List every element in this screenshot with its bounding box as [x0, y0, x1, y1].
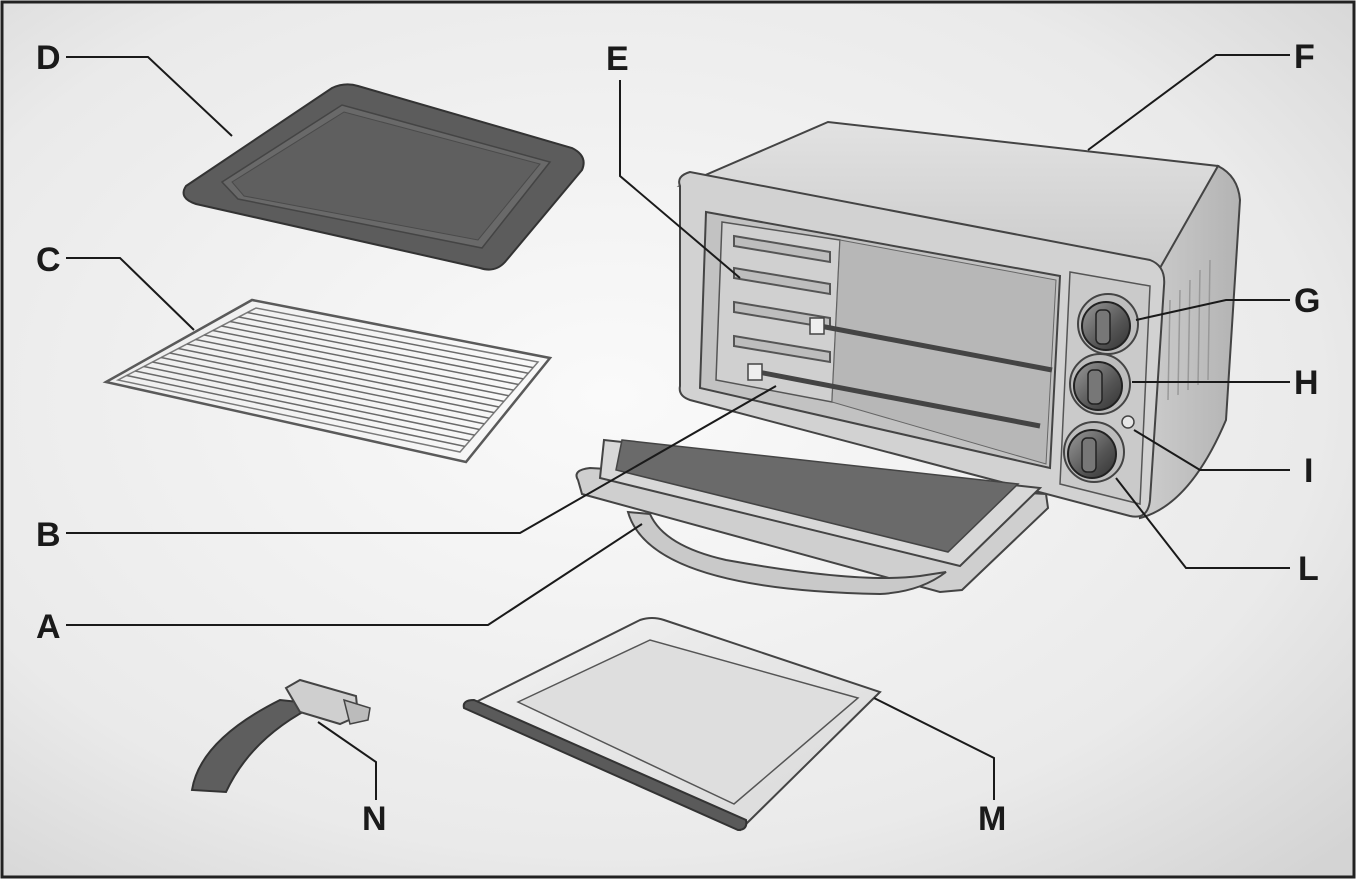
rack-bar: [135, 370, 470, 442]
callout-label-e: E: [606, 40, 629, 78]
tray-handle-tool: [190, 678, 371, 794]
callout-label-g: G: [1294, 282, 1320, 320]
rotisserie-spit: [747, 317, 1053, 429]
rack-guides: [733, 234, 831, 364]
rack-bar: [229, 320, 524, 380]
callout-label-l: L: [1298, 550, 1319, 588]
door-handle: [626, 510, 947, 596]
rack-bar: [152, 361, 480, 431]
rack-bar: [126, 374, 466, 448]
callout-label-f: F: [1294, 38, 1315, 76]
rack-bar: [178, 347, 495, 414]
rack-bar: [160, 356, 485, 425]
indicator-light: [1121, 415, 1135, 429]
callout-label-n: N: [362, 800, 387, 838]
rack-bar: [204, 334, 509, 397]
wire-rack: [102, 298, 553, 464]
rack-bar: [212, 329, 514, 391]
toaster-oven: [575, 120, 1242, 596]
callout-label-b: B: [36, 516, 61, 554]
temperature-knob: [1077, 293, 1139, 355]
timer-knob: [1063, 421, 1125, 483]
function-knob: [1069, 353, 1131, 415]
callout-label-i: I: [1304, 452, 1313, 490]
callout-label-a: A: [36, 608, 61, 646]
rack-bar: [221, 325, 519, 386]
callout-label-d: D: [36, 39, 61, 77]
callout-label-c: C: [36, 241, 61, 279]
leader-lines: [66, 54, 1290, 800]
rack-bar: [247, 311, 534, 369]
callout-label-h: H: [1294, 364, 1319, 402]
rack-bar: [238, 316, 529, 374]
callout-label-m: M: [978, 800, 1006, 838]
rack-bar: [186, 343, 500, 408]
baking-tray: [182, 83, 585, 271]
rack-bar: [169, 352, 490, 419]
crumb-tray: [462, 617, 882, 832]
rack-bar: [143, 365, 475, 436]
rack-bar: [195, 338, 505, 403]
